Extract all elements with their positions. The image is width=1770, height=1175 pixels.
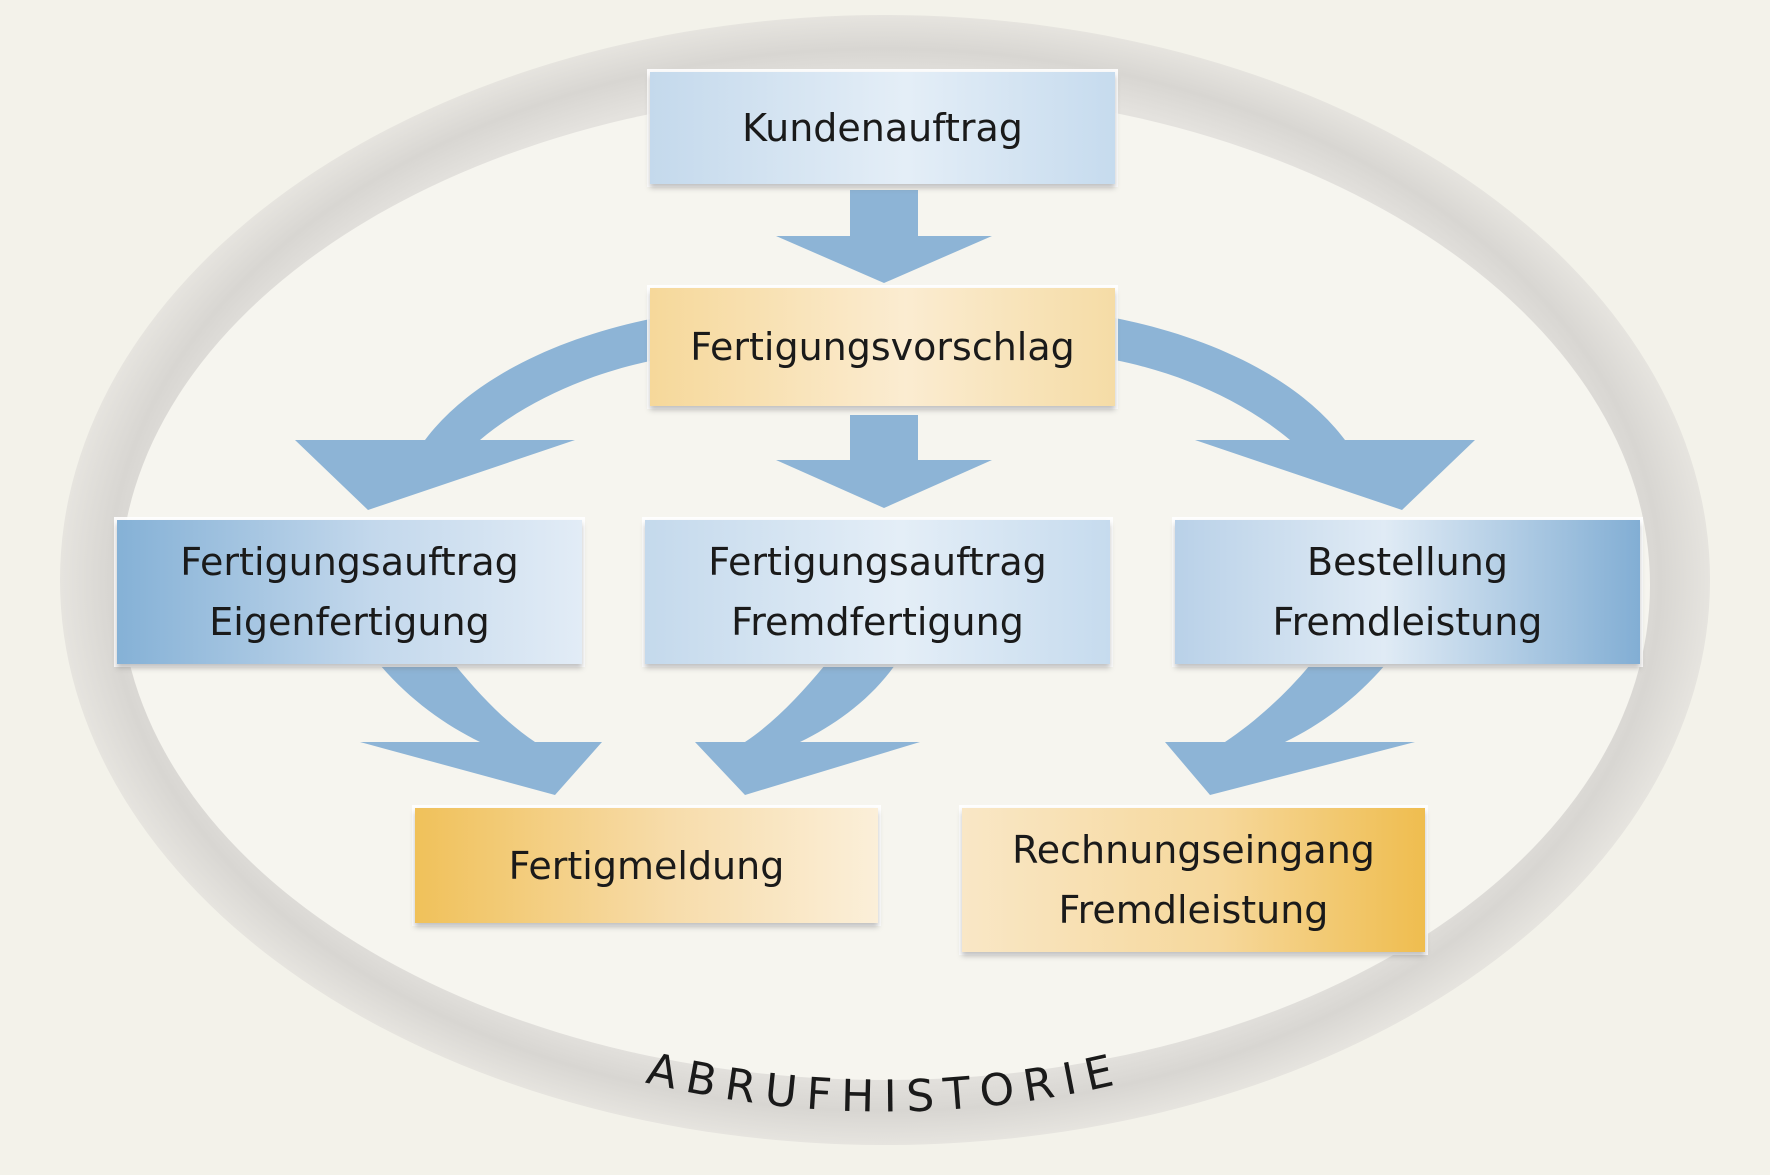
node-fertigungsauftrag-eigen: Fertigungsauftrag Eigenfertigung bbox=[117, 520, 582, 664]
node-rechnungseingang-line-2: Fremdleistung bbox=[1058, 888, 1329, 932]
arrow-vorschlag-to-fremdfertigung bbox=[776, 415, 992, 508]
node-rechnungseingang: Rechnungseingang Fremdleistung bbox=[962, 808, 1425, 952]
node-fertigmeldung: Fertigmeldung bbox=[415, 808, 878, 923]
arrow-bestellung-to-rechnungseingang bbox=[1165, 665, 1415, 795]
node-fertigungsvorschlag: Fertigungsvorschlag bbox=[650, 288, 1115, 406]
node-bestellung-fremdleistung-line-2: Fremdleistung bbox=[1272, 600, 1543, 644]
node-fertigungsvorschlag-line-1: Fertigungsvorschlag bbox=[690, 325, 1075, 369]
node-fertigungsauftrag-eigen-line-1: Fertigungsauftrag bbox=[180, 540, 519, 584]
node-bestellung-fremdleistung: Bestellung Fremdleistung bbox=[1175, 520, 1640, 664]
node-bestellung-fremdleistung-line-1: Bestellung bbox=[1307, 540, 1508, 584]
arrow-fremdfertigung-to-fertigmeldung bbox=[695, 665, 920, 795]
flow-arrows bbox=[295, 190, 1475, 795]
node-fertigungsauftrag-fremd-line-2: Fremdfertigung bbox=[731, 600, 1024, 644]
arrow-kundenauftrag-to-vorschlag bbox=[776, 190, 992, 283]
node-fertigmeldung-line-1: Fertigmeldung bbox=[508, 843, 785, 888]
arrow-vorschlag-to-bestellung bbox=[1115, 318, 1475, 510]
node-fertigungsauftrag-fremd-line-1: Fertigungsauftrag bbox=[708, 540, 1047, 584]
node-kundenauftrag-line-1: Kundenauftrag bbox=[742, 106, 1023, 150]
arrow-vorschlag-to-eigenfertigung bbox=[295, 318, 655, 510]
node-kundenauftrag: Kundenauftrag bbox=[650, 72, 1115, 184]
node-fertigungsauftrag-fremd: Fertigungsauftrag Fremdfertigung bbox=[645, 520, 1110, 664]
node-fertigungsauftrag-eigen-line-2: Eigenfertigung bbox=[209, 600, 490, 644]
node-rechnungseingang-line-1: Rechnungseingang bbox=[1012, 828, 1375, 872]
arrow-eigenfertigung-to-fertigmeldung bbox=[360, 665, 602, 795]
